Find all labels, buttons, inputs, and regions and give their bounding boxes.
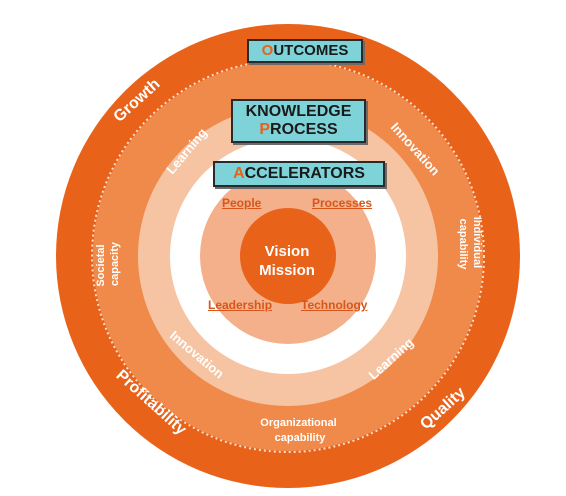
outcomes-initial: O	[261, 42, 274, 59]
vision-text: Vision	[264, 243, 310, 261]
process-line: PROCESS	[233, 121, 364, 139]
leadership-label: Leadership	[208, 298, 273, 312]
societal-line2: capacity	[109, 241, 121, 286]
process-rest: ROCESS	[270, 120, 338, 138]
individual-capability-label: Individual capability	[457, 217, 483, 271]
accelerators-box: ACCELERATORS	[213, 161, 385, 187]
outcomes-rest: UTCOMES	[273, 42, 349, 59]
societal-line1: Societal	[95, 244, 107, 286]
organizational-line1: Organizational	[260, 417, 336, 429]
organizational-capability-label: Organizational capability	[260, 417, 339, 444]
societal-capacity-label: Societal capacity	[95, 241, 121, 287]
outer-ring-separator	[91, 59, 485, 453]
technology-label: Technology	[301, 298, 368, 312]
process-initial: P	[259, 120, 271, 138]
knowledge-process-box: KNOWLEDGE PROCESS	[231, 99, 366, 143]
vision-mission-core: Vision Mission	[237, 212, 337, 312]
organizational-line2: capability	[275, 432, 327, 444]
accelerators-initial: A	[233, 165, 245, 182]
mission-text: Mission	[259, 262, 315, 279]
people-label: People	[222, 196, 262, 210]
core-circle	[240, 208, 336, 304]
knowledge-line: KNOWLEDGE	[245, 103, 352, 120]
accelerators-rest: CCELERATORS	[244, 165, 365, 182]
individual-line2: capability	[457, 219, 469, 271]
individual-line1: Individual	[471, 217, 483, 268]
processes-label: Processes	[312, 196, 373, 210]
outcomes-box: OUTCOMES	[247, 39, 363, 63]
